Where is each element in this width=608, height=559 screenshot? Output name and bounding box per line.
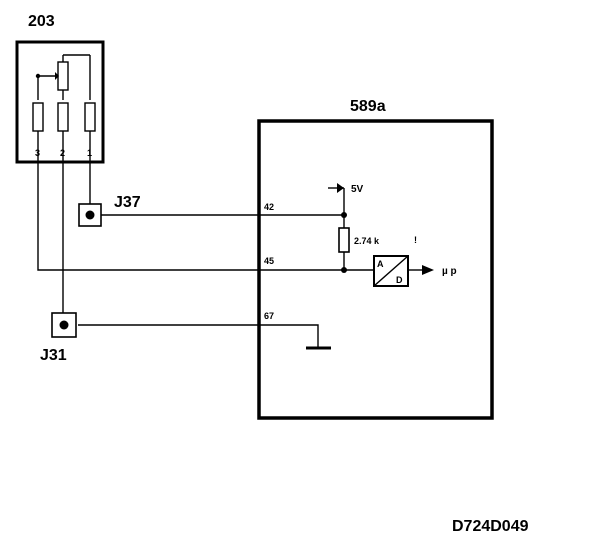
ecu-label: 589a — [350, 98, 386, 115]
wiper-dot — [35, 73, 41, 79]
supply-label: 5V — [351, 184, 364, 195]
adc-diagonal — [373, 255, 409, 287]
output-arrow-icon — [422, 265, 434, 275]
wire-pin3 — [37, 162, 259, 271]
drawing-reference: D724D049 — [452, 518, 529, 535]
ecu-pin-42: 42 — [264, 202, 274, 212]
adc-output-label: D — [396, 275, 403, 285]
ecu-mark: ! — [414, 235, 417, 245]
sensor-label: 203 — [28, 13, 55, 30]
ecu-pin-45: 45 — [264, 256, 274, 266]
connector-j37-pin — [85, 210, 95, 220]
resistor-value: 2.74 k — [354, 236, 380, 246]
connector-j31-label: J31 — [40, 347, 67, 364]
microprocessor-label: µ p — [442, 266, 457, 277]
sensor-resistor-2 — [57, 102, 69, 132]
wiper-arrow-icon — [55, 72, 59, 80]
sensor-resistor-1 — [84, 102, 96, 132]
ecu-pin-67: 67 — [264, 311, 274, 321]
supply-arrow-icon — [337, 183, 344, 193]
sensor-internals — [32, 54, 96, 162]
connector-j31-pin — [59, 320, 69, 330]
sensor-pin-2: 2 — [60, 148, 65, 158]
junction-dot — [341, 212, 347, 218]
ecu-wire-67 — [259, 324, 319, 348]
sensor-box — [15, 40, 105, 164]
potentiometer-element — [57, 61, 69, 91]
sensor-pin-3: 3 — [35, 148, 40, 158]
adc-input-label: A — [377, 259, 384, 269]
pullup-resistor — [338, 227, 350, 253]
junction-dot — [341, 267, 347, 273]
sensor-resistor-3 — [32, 102, 44, 132]
connector-j37-label: J37 — [114, 194, 141, 211]
wires — [37, 162, 259, 326]
sensor-pin-1: 1 — [87, 148, 92, 158]
